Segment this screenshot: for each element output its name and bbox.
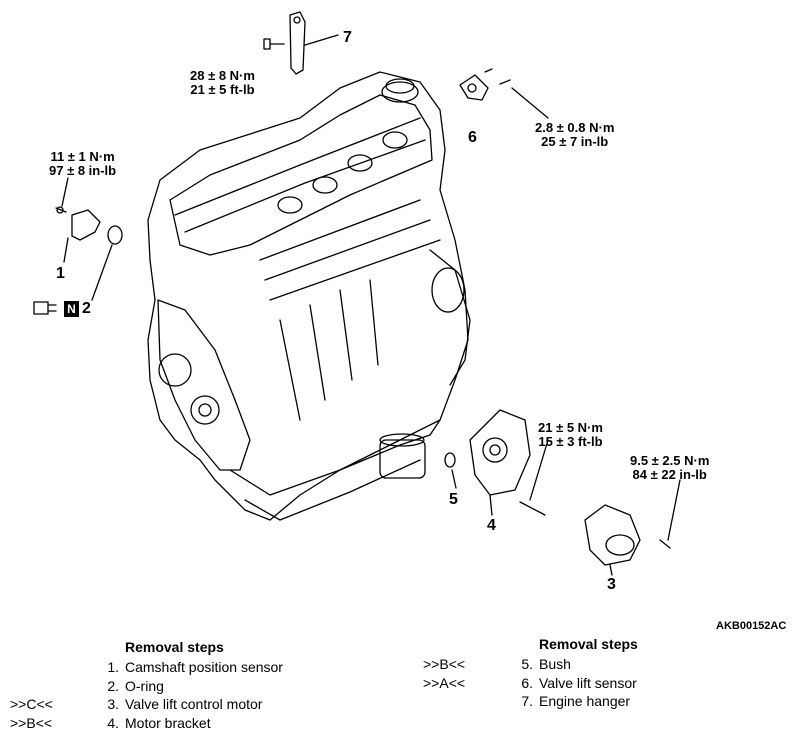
valve-lift-sensor-part xyxy=(459,68,549,119)
removal-steps-title: Removal steps xyxy=(125,639,224,655)
step-item: >>B<< 5.Bush xyxy=(423,656,571,672)
callout-2: 2 xyxy=(82,300,91,317)
step-item: 1.Camshaft position sensor xyxy=(107,659,283,675)
torque-spec-7: 28 ± 8 N·m 21 ± 5 ft-lb xyxy=(190,68,255,97)
engine-block xyxy=(147,71,471,521)
figure-id: AKB00152AC xyxy=(716,620,787,632)
removal-steps-title: Removal steps xyxy=(539,636,638,652)
torque-spec-6: 2.8 ± 0.8 N·m 25 ± 7 in-lb xyxy=(535,120,615,149)
torque-spec-1: 11 ± 1 N·m 97 ± 8 in-lb xyxy=(49,149,117,178)
step-item: >>A<< 6.Valve lift sensor xyxy=(423,674,637,691)
o-ring-part xyxy=(33,225,123,315)
camshaft-position-sensor-part xyxy=(55,177,101,263)
callout-3: 3 xyxy=(607,576,616,593)
engine-hanger-part xyxy=(263,11,339,75)
callout-5: 5 xyxy=(449,491,458,508)
step-reference: >>B<< xyxy=(10,714,53,731)
motor-bracket-part xyxy=(469,409,549,516)
removal-steps-right: Removal steps >>B<< 5.Bush >>A<< 6.Valve… xyxy=(423,636,638,711)
callout-1: 1 xyxy=(56,265,65,282)
step-item: >>B<< 4.Motor bracket xyxy=(10,714,211,731)
removal-steps-left: Removal steps 1.Camshaft position sensor… xyxy=(10,639,283,732)
bush-part xyxy=(444,452,457,489)
step-item: 7.Engine hanger xyxy=(521,693,631,709)
valve-lift-control-motor-part xyxy=(584,479,681,576)
step-reference: >>B<< xyxy=(423,656,466,672)
n-mark-badge: N xyxy=(64,301,79,317)
step-item: 2.O-ring xyxy=(107,677,164,694)
callout-7: 7 xyxy=(343,29,352,46)
torque-spec-3: 9.5 ± 2.5 N·m 84 ± 22 in-lb xyxy=(630,453,710,482)
step-reference: >>C<< xyxy=(10,696,53,712)
callout-4: 4 xyxy=(487,517,496,534)
callout-6: 6 xyxy=(468,129,477,146)
step-item: >>C<< 3.Valve lift control motor xyxy=(10,696,263,712)
step-reference: >>A<< xyxy=(423,674,466,691)
engine-exploded-diagram xyxy=(33,11,681,576)
torque-spec-4: 21 ± 5 N·m 15 ± 3 ft-lb xyxy=(538,420,603,449)
